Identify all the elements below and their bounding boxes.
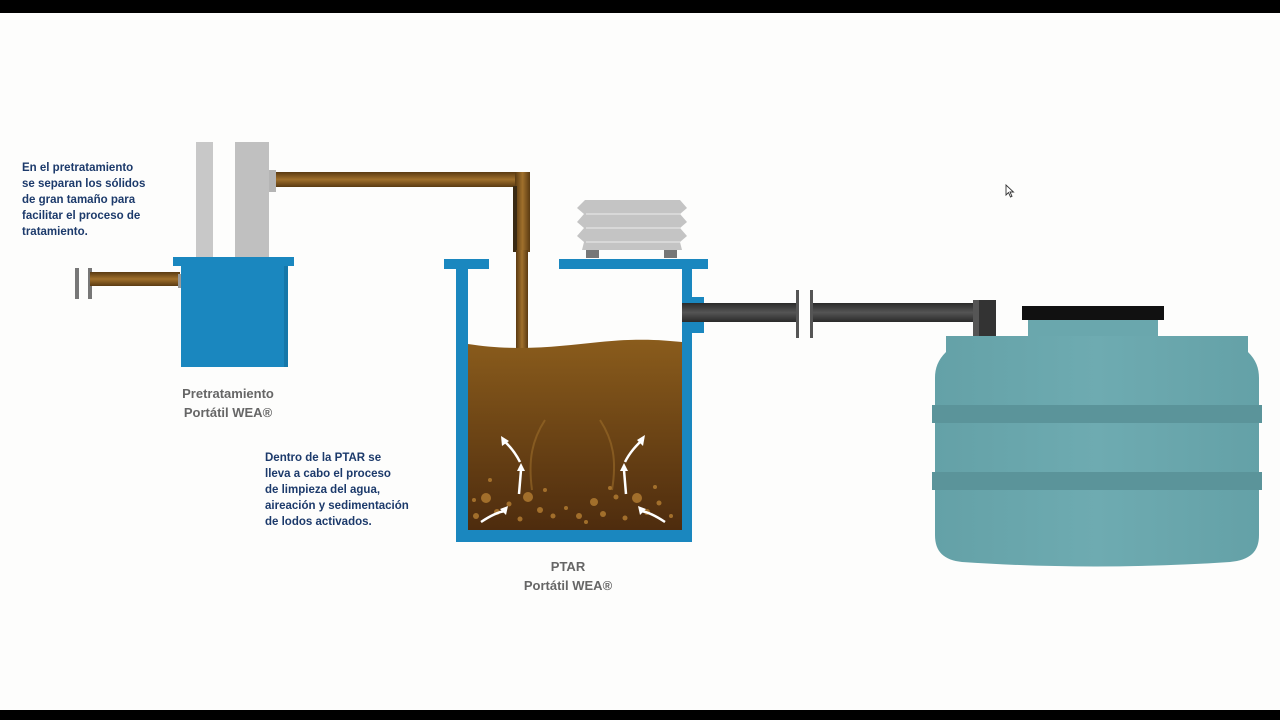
pretreatment-caption-line: Pretratamiento	[182, 386, 274, 401]
pretreatment-note-line: se separan los sólidos	[22, 178, 146, 190]
pretreatment-caption: Pretratamiento Portátil WEA®	[148, 384, 308, 422]
inlet-pipe	[75, 268, 184, 299]
ptar-note-line: lleva a cabo el proceso	[265, 468, 391, 480]
ptar-caption-line: PTAR	[550, 559, 586, 574]
connector-pipe-brown	[276, 172, 530, 350]
top-letterbox-bar	[0, 0, 1280, 13]
ptar-caption: PTAR Portátil WEA®	[488, 557, 648, 595]
pretreatment-caption-line: Portátil WEA®	[183, 405, 273, 420]
storage-tank	[932, 306, 1262, 567]
ptar-note-line: aireación y sedimentación	[265, 500, 409, 512]
ptar-note-line: de limpieza del agua,	[265, 484, 381, 496]
mouse-cursor-icon	[1005, 184, 1015, 198]
ptar-note-line: de lodos activados.	[265, 516, 372, 528]
bottom-letterbox-bar	[0, 710, 1280, 720]
ptar-note-line: Dentro de la PTAR se	[265, 452, 382, 464]
pretreatment-note: En el pretratamiento se separan los sóli…	[22, 160, 145, 240]
pretreatment-note-line: En el pretratamiento	[22, 162, 134, 174]
ptar-tank	[444, 259, 708, 542]
pretreatment-note-line: tratamiento.	[22, 226, 88, 238]
pretreatment-unit	[173, 142, 294, 367]
ptar-note: Dentro de la PTAR se lleva a cabo el pro…	[265, 450, 409, 530]
ptar-caption-line: Portátil WEA®	[523, 578, 613, 593]
pretreatment-note-line: facilitar el proceso de	[22, 210, 141, 222]
outlet-pipe	[682, 290, 996, 338]
pretreatment-note-line: de gran tamaño para	[22, 194, 136, 206]
blower-unit	[577, 200, 687, 258]
